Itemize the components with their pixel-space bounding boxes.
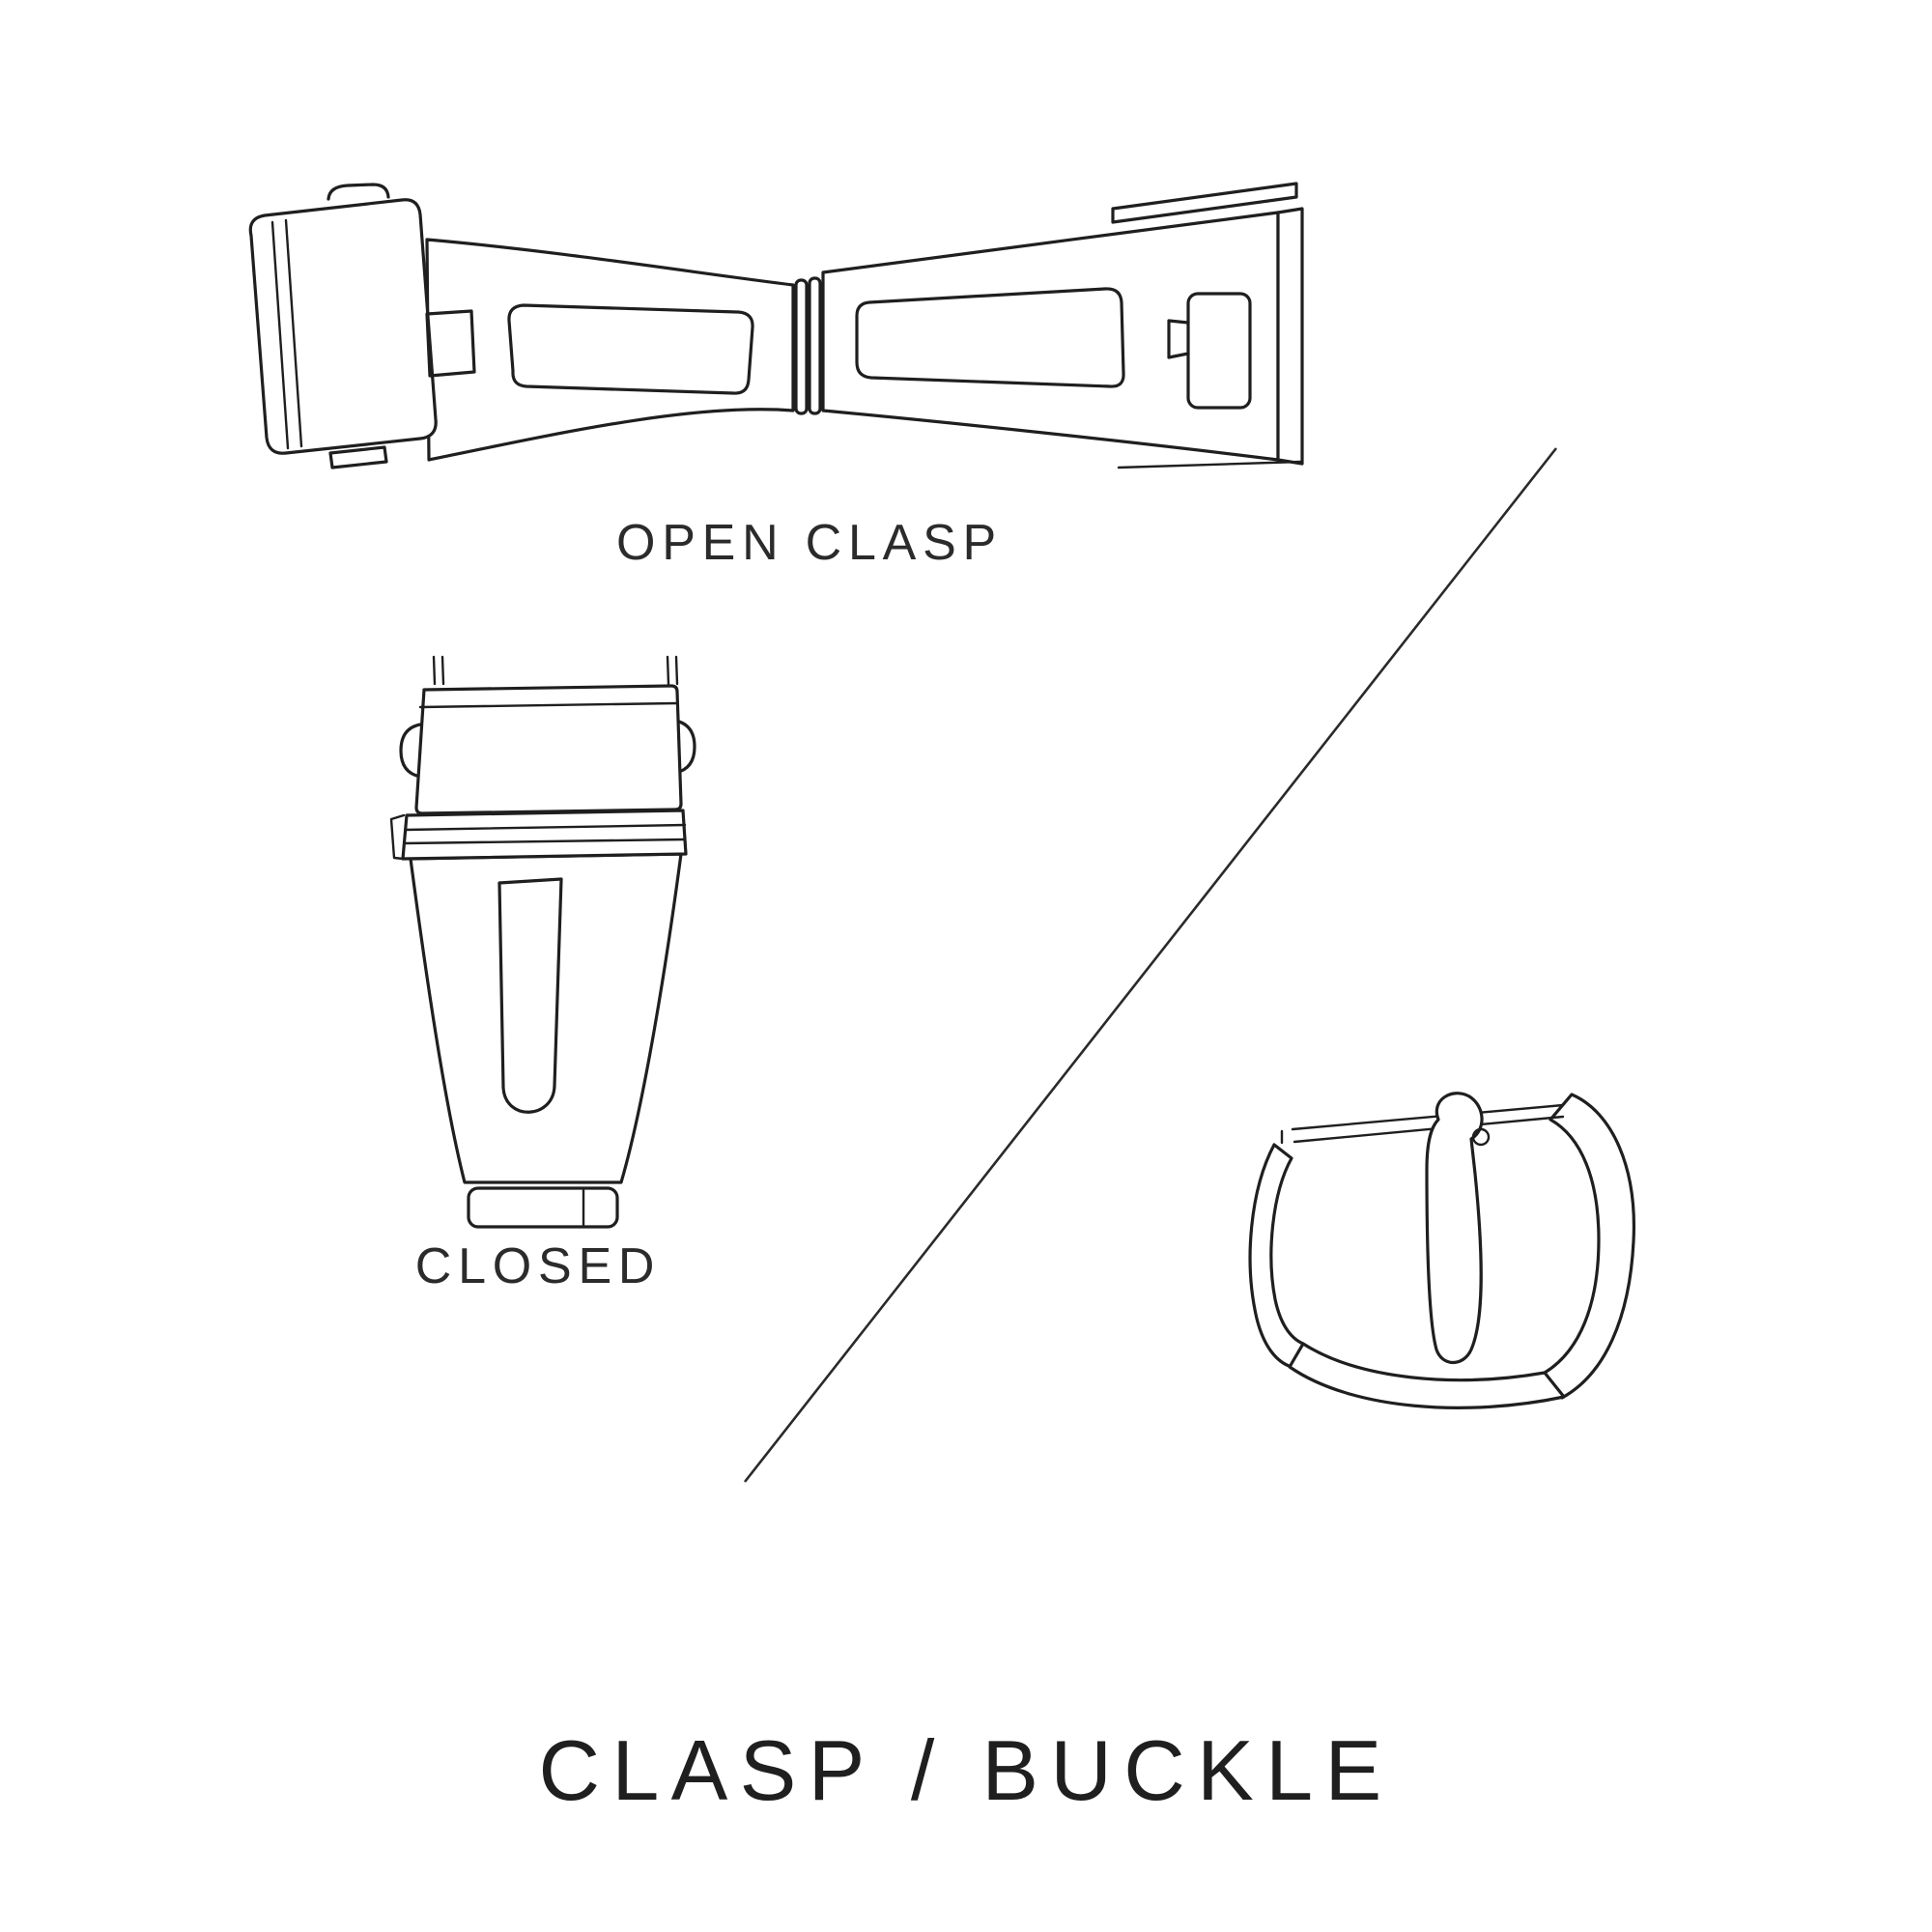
open-clasp-label: OPEN CLASP xyxy=(616,515,1003,571)
open-clasp-illustration xyxy=(222,176,1314,504)
diagonal-divider xyxy=(729,433,1570,1495)
page-title: CLASP / BUCKLE xyxy=(538,1722,1394,1818)
closed-label: CLOSED xyxy=(414,1238,662,1294)
closed-clasp-illustration xyxy=(382,649,705,1238)
closed-clasp-icon xyxy=(389,655,696,1229)
buckle-icon xyxy=(1248,1092,1636,1409)
divider-line-icon xyxy=(743,447,1558,1483)
open-clasp-icon xyxy=(248,182,1304,469)
buckle-illustration xyxy=(1232,1077,1662,1435)
